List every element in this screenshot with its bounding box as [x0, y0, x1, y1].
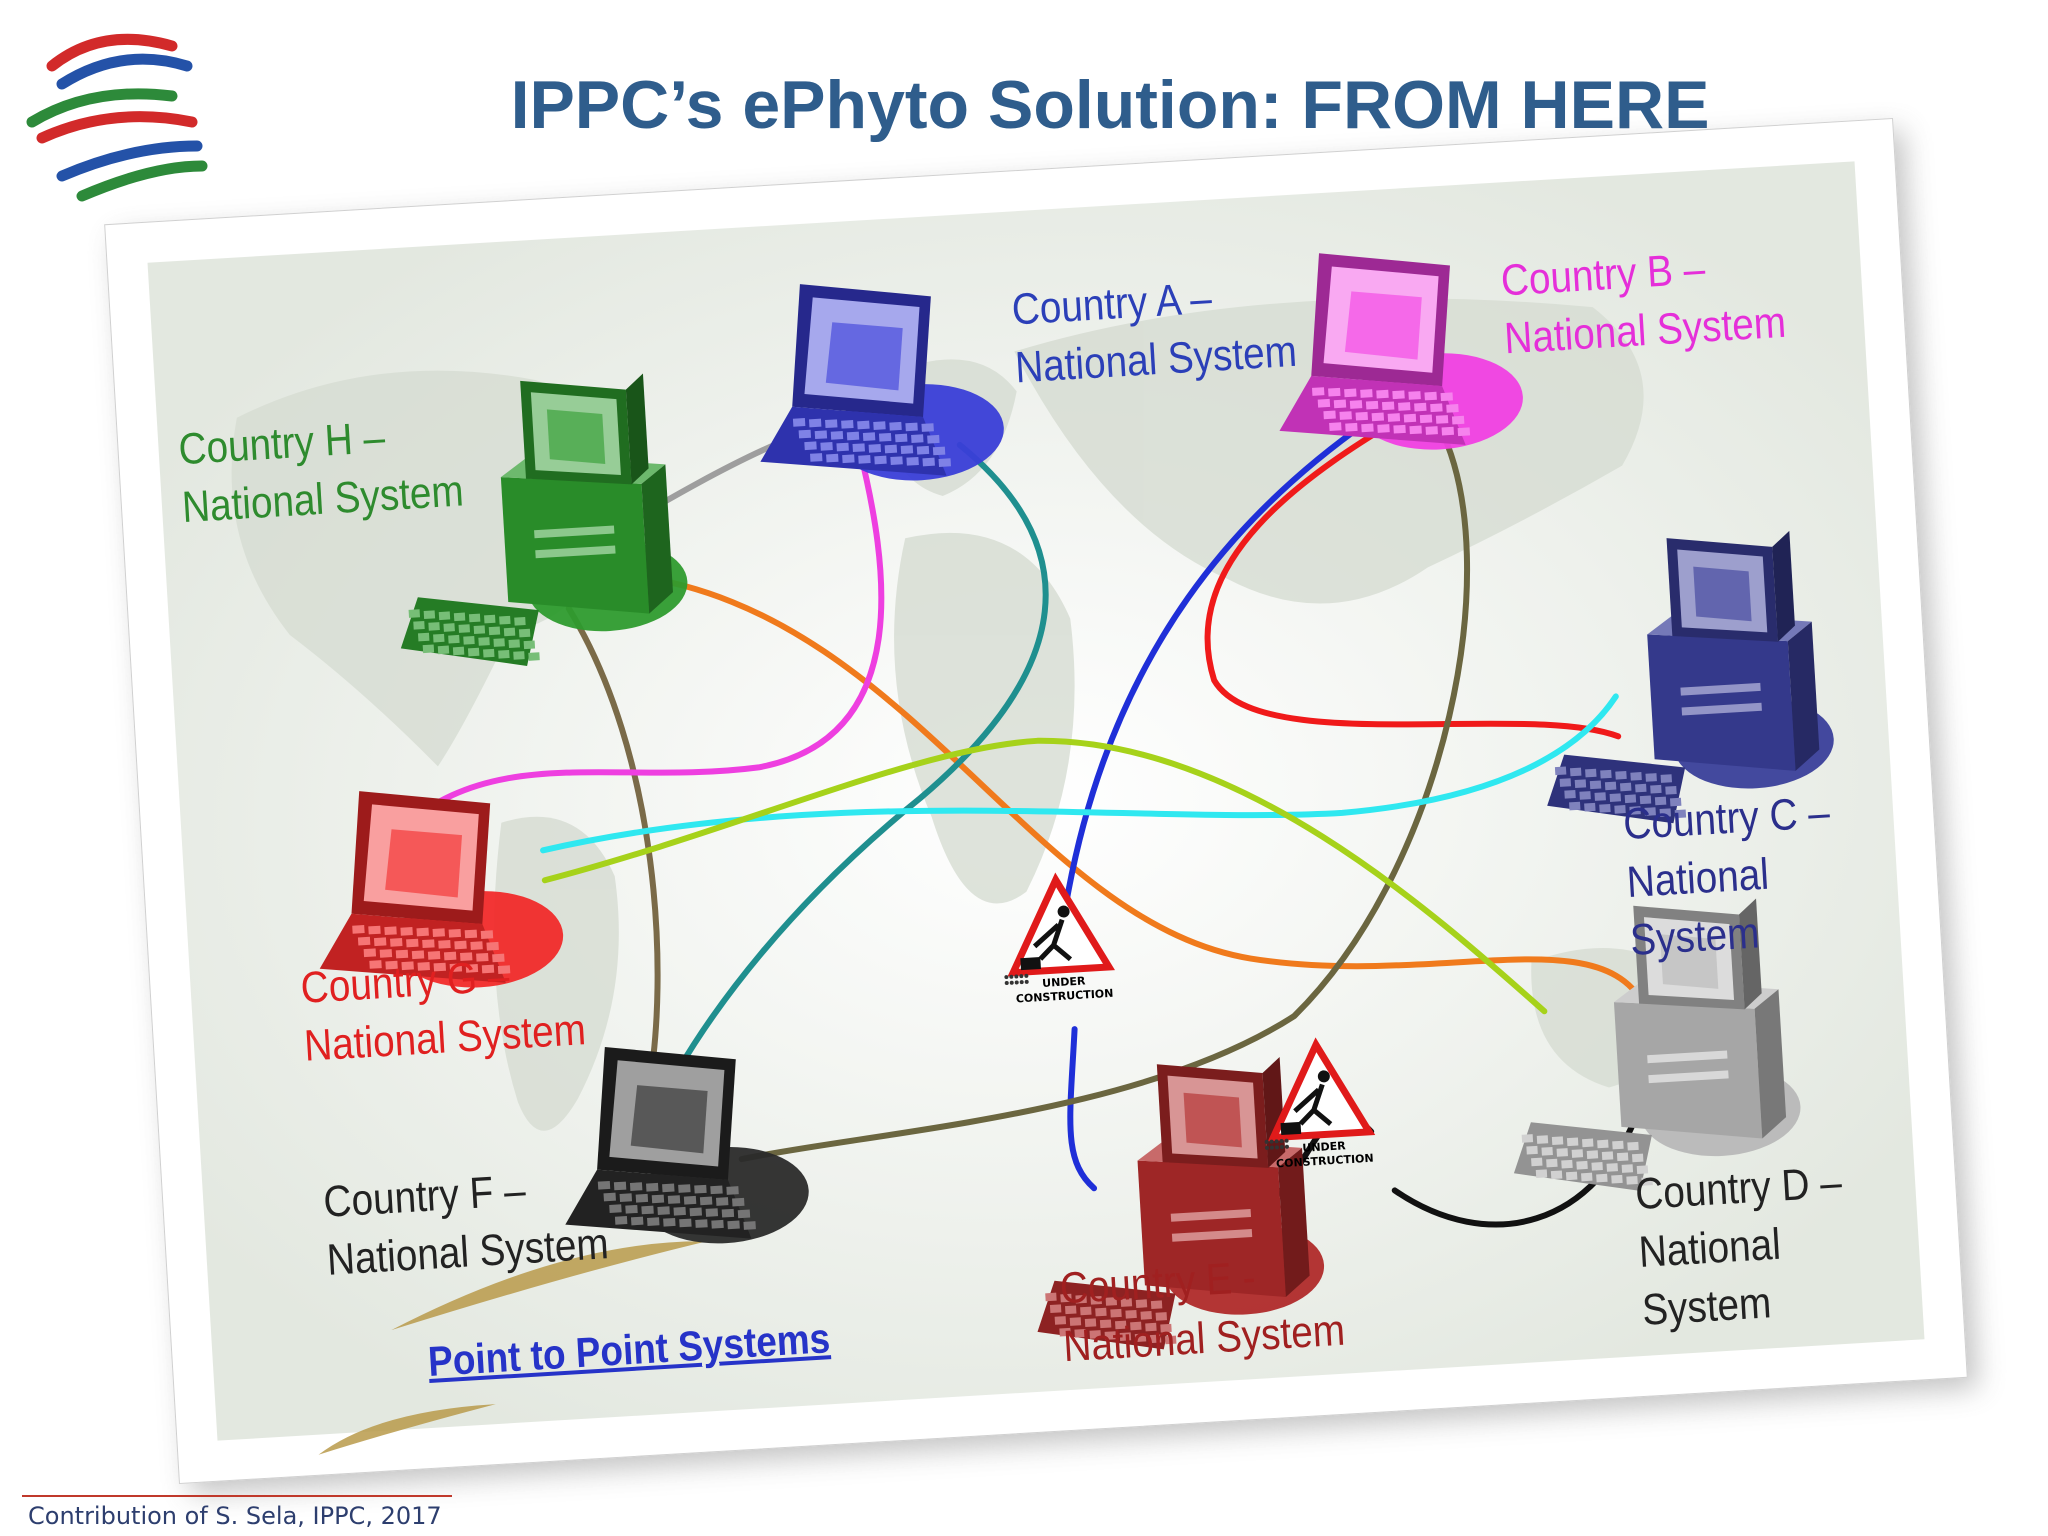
slide-title: IPPC’s ePhyto Solution: FROM HERE — [510, 67, 1710, 143]
connection-h-d — [623, 571, 1648, 1009]
country-g-laptop-icon — [319, 791, 564, 988]
country-c-desktop-icon — [1547, 530, 1834, 824]
construction-text-line2: CONSTRUCTION — [1276, 1152, 1374, 1171]
construction-text-line2: CONSTRUCTION — [1015, 987, 1113, 1006]
node-layer — [319, 253, 1834, 1350]
country-d-label: Country D – National System — [1633, 1157, 1844, 1335]
country-a-laptop-icon — [760, 284, 1004, 481]
connection-b-e-segment — [1067, 1026, 1098, 1192]
connection-g-d — [541, 737, 1548, 1015]
construction-text-line1: UNDER — [1302, 1139, 1346, 1155]
country-d-desktop-icon — [1513, 898, 1801, 1191]
connection-b-f — [738, 423, 1471, 1163]
connection-a-g — [398, 447, 885, 832]
connection-b-e — [1063, 417, 1373, 903]
connection-b-c — [1204, 404, 1622, 740]
country-e-label: Country E - National System — [1058, 1252, 1347, 1372]
construction-text-line1: UNDER — [1042, 974, 1086, 990]
credit-text: Contribution of S. Sela, IPPC, 2017 — [28, 1502, 442, 1530]
country-h-label: Country H – National System — [177, 413, 465, 533]
wto-logo-icon — [26, 33, 208, 202]
connection-g-c — [540, 693, 1619, 854]
country-b-laptop-icon — [1279, 253, 1523, 450]
country-b-label: Country B – National System — [1499, 244, 1788, 364]
country-f-laptop-icon — [565, 1047, 809, 1244]
country-g-label: Country G – National System — [299, 951, 588, 1071]
country-a-label: Country A – National System — [1010, 273, 1299, 393]
country-c-label: Country C – National System — [1621, 787, 1832, 965]
connection-a-f — [673, 441, 1049, 1076]
country-f-label: Country F – National System — [322, 1166, 610, 1285]
country-e-desktop-icon — [1037, 1057, 1325, 1350]
credit-divider — [22, 1495, 452, 1497]
connection-h-f — [565, 605, 661, 1098]
country-h-desktop-icon — [400, 373, 688, 666]
